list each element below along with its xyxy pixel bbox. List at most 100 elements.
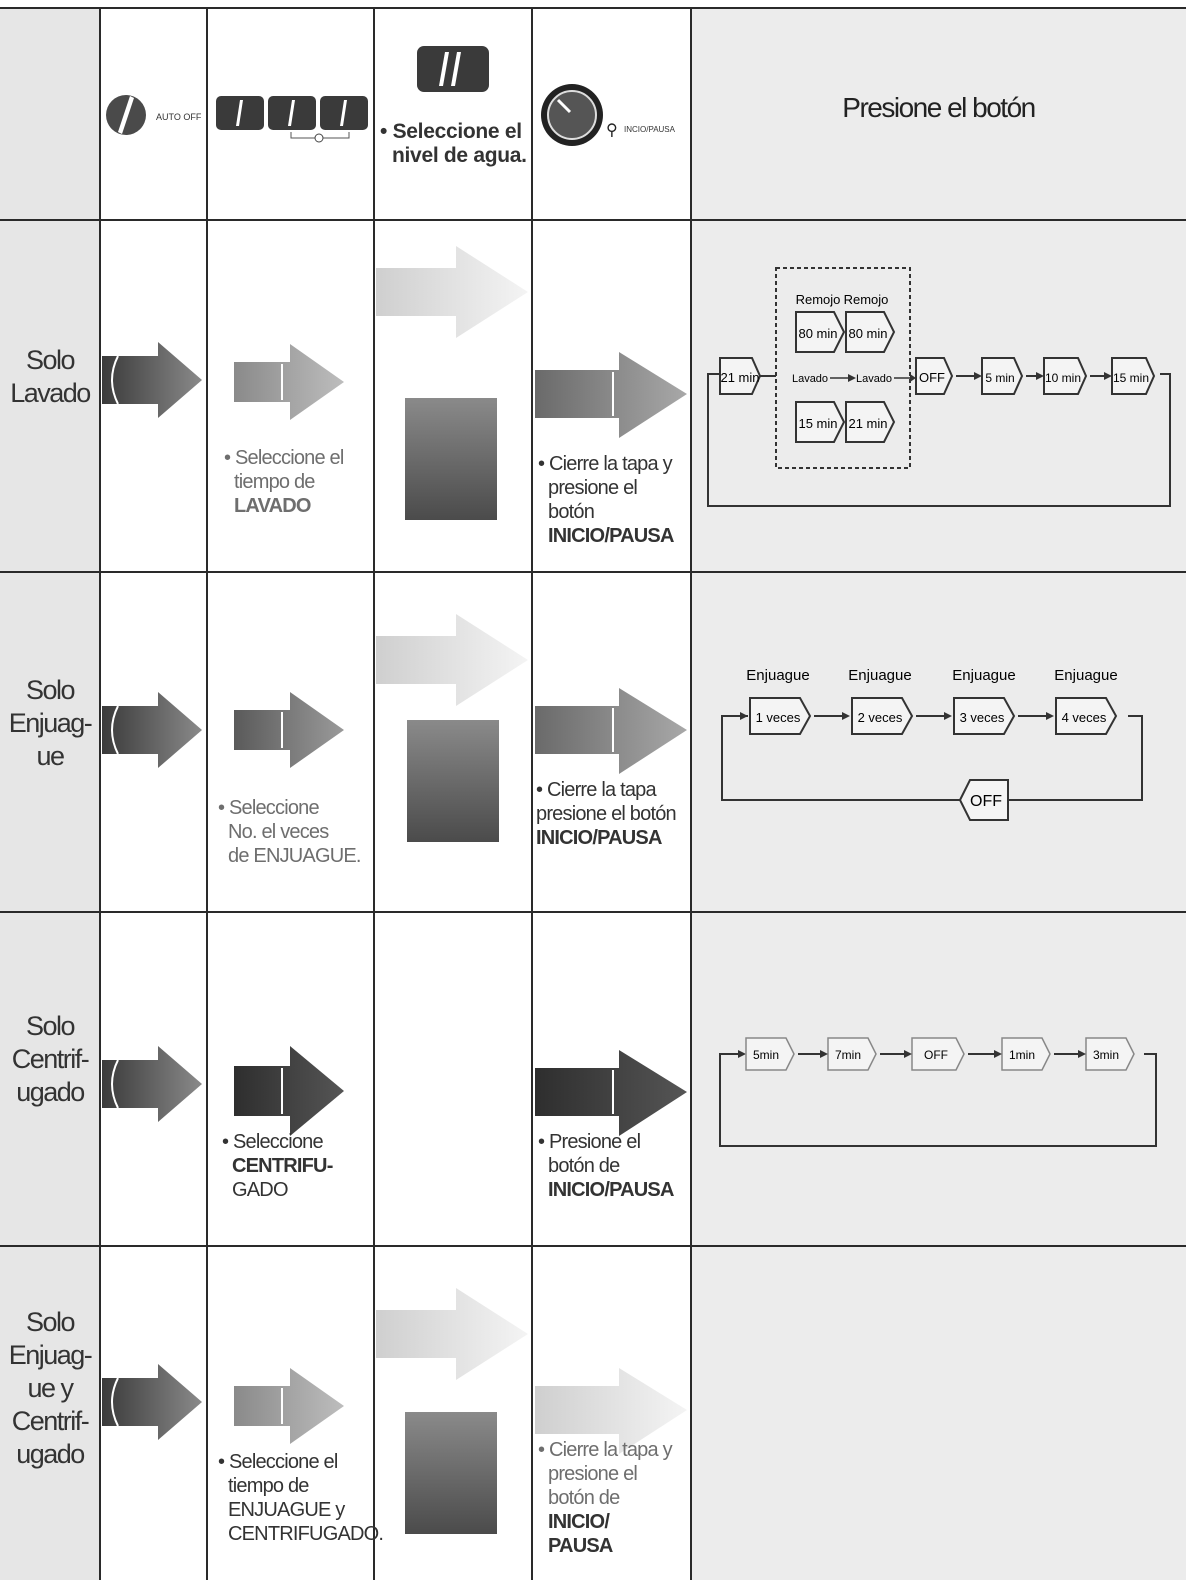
water-level-indicator [407, 720, 499, 842]
row-label-line: Lavado [10, 378, 91, 408]
off-tag [915, 357, 954, 395]
wash-panel [691, 220, 1186, 572]
soak-tag [845, 311, 896, 353]
water-level-display[interactable] [417, 46, 491, 101]
water-level-indicator [405, 1412, 497, 1534]
note-line: • Seleccione [218, 797, 320, 819]
note-line: presione el [548, 477, 638, 499]
rinse-start-note: • Cierre la tapa presione el botón INICI… [536, 778, 677, 850]
note-line: • Cierre la tapa y [538, 1439, 673, 1461]
start-pause-knob[interactable] [540, 82, 606, 153]
step-arrow-icon [234, 1368, 344, 1444]
seq-value: 5 min [985, 371, 1014, 385]
water-level-note-line: nivel de agua. [392, 144, 527, 167]
rinse-tag [851, 697, 914, 735]
note-line: presione el [548, 1463, 638, 1485]
note-line: CENTRIFUGADO. [228, 1523, 384, 1545]
step-arrow-icon [234, 344, 344, 420]
note-line: • Cierre la tapa y [538, 453, 673, 475]
spin-time-diagram: 5min 7min OFF 1min 3min [719, 1037, 1157, 1147]
note-line: GADO [232, 1179, 289, 1201]
spin-value: 3min [1093, 1048, 1119, 1062]
row-label-line: ugado [16, 1439, 85, 1469]
note-line: PAUSA [548, 1535, 613, 1557]
loop-line [719, 1053, 1157, 1147]
grid-line [690, 8, 692, 1580]
step-arrow-icon [535, 688, 687, 774]
spin-tag [745, 1037, 795, 1071]
seq-tag [1043, 357, 1088, 395]
note-line: • Seleccione el [224, 447, 344, 469]
row-label-line: Centrif- [11, 1406, 90, 1436]
note-line: tiempo de [234, 471, 315, 493]
row-label-line: Enjuag- [8, 708, 93, 738]
rinse-count-diagram: Enjuague 1 veces Enjuague 2 veces Enjuag… [721, 667, 1143, 821]
auto-off-label: AUTO OFF [156, 112, 202, 122]
spin-tag [1085, 1037, 1135, 1071]
water-level-display-icon [417, 46, 489, 92]
wash-select-note: • Seleccione el tiempo de LAVADO [224, 446, 344, 518]
step-arrow-icon [535, 352, 687, 438]
spin-value: 1min [1009, 1048, 1035, 1062]
loop-line [721, 715, 1143, 801]
note-line: botón de [548, 1155, 620, 1177]
step-arrow-icon [535, 1368, 687, 1454]
start-pause-label: INCIO/PAUSA [624, 125, 675, 134]
rinse-count: 3 veces [960, 710, 1005, 725]
wash-value: 15 min [798, 416, 837, 431]
rinse-count: 2 veces [858, 710, 903, 725]
spin-select-note: • Seleccione CENTRIFU- GADO [222, 1130, 333, 1202]
step-arrow-icon [102, 342, 202, 418]
page-title: Presione el botón [842, 92, 1036, 123]
wash-start-tag [719, 357, 762, 395]
spin-value: 5min [753, 1048, 779, 1062]
off-tag [958, 779, 1009, 821]
water-level-note-line: • Seleccione el [380, 120, 522, 143]
spin-start-note: • Presione el botón de INICIO/PAUSA [538, 1130, 674, 1202]
grid-line [0, 7, 1186, 9]
note-line: ENJUAGUE y [228, 1499, 345, 1521]
power-knob[interactable] [104, 90, 204, 145]
grid-line [99, 8, 101, 1580]
note-line: • Presione el [538, 1131, 641, 1153]
row-label-line: Solo [25, 345, 76, 375]
soak-options-box [775, 267, 911, 469]
spin-tag [1001, 1037, 1051, 1071]
step-arrow-icon [102, 692, 202, 768]
rinse-select-note: • Seleccione No. el veces de ENJUAGUE. [218, 796, 361, 868]
wash-tag [795, 401, 846, 443]
row-label-line: Solo [25, 675, 76, 705]
wash-value: 21 min [848, 416, 887, 431]
row-label-line: ue [36, 741, 65, 771]
soak-value: 80 min [848, 326, 887, 341]
spin-tag [911, 1037, 965, 1071]
power-knob-icon [106, 95, 146, 135]
note-line: • Cierre la tapa [536, 779, 657, 801]
note-line: • Seleccione el [218, 1451, 338, 1473]
rinse-label: Enjuague [1054, 667, 1117, 684]
rinse-count: 4 veces [1062, 710, 1107, 725]
wash-tag [845, 401, 896, 443]
rinse-spin-panel [691, 1246, 1186, 1580]
grid-line [0, 219, 1186, 221]
grid-line [373, 8, 375, 1580]
start-pause-knob-icon [541, 84, 603, 146]
grid-line [0, 911, 1186, 913]
row-label-line: Solo [25, 1307, 76, 1337]
rinse-tag [1055, 697, 1118, 735]
seq-tag [1111, 357, 1156, 395]
note-line: INICIO/PAUSA [548, 1179, 674, 1201]
wash-label: Lavado [792, 373, 828, 385]
soak-label: Remojo [796, 292, 841, 307]
spin-tag [827, 1037, 877, 1071]
wash-start-value: 21 min [720, 370, 759, 385]
rinse-spin-select-note: • Seleccione el tiempo de ENJUAGUE y CEN… [218, 1450, 384, 1546]
step-arrow-icon [376, 246, 528, 338]
row-label-line: Solo [25, 1011, 76, 1041]
grid-line [206, 8, 208, 1580]
rinse-label: Enjuague [746, 667, 809, 684]
off-value: OFF [919, 370, 945, 385]
soak-label: Remojo [844, 292, 889, 307]
note-line: tiempo de [228, 1475, 309, 1497]
